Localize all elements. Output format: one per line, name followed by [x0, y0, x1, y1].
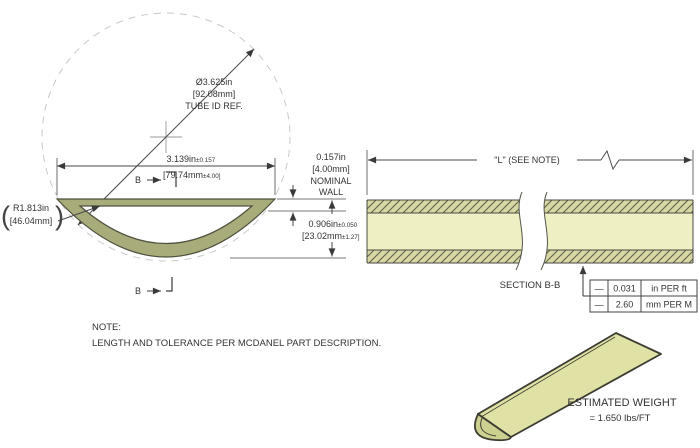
note-block: NOTE: LENGTH AND TOLERANCE PER MCDANEL P…	[92, 322, 381, 349]
diameter-label: Ø3.625in [92.08mm] TUBE ID REF.	[185, 77, 243, 111]
length-dimension: "L" (SEE NOTE)	[367, 150, 693, 195]
straightness-unit-row1: in PER ft	[651, 284, 687, 294]
width-mm: [79.74mm	[163, 170, 203, 180]
straightness-unit-row2: mm PER M	[646, 300, 692, 310]
width-mm-tolerance: ±4.00]	[203, 173, 221, 180]
wall-dimension: 0.157in [4.00mm] NOMINAL WALL	[268, 152, 352, 226]
straightness-callout: — 0.031 in PER ft — 2.60 mm PER M	[579, 266, 697, 312]
radius-mm: [46.04mm]	[10, 216, 53, 226]
radius-paren-open: (	[1, 201, 10, 231]
section-letter-top: B	[135, 175, 141, 185]
iso-end-cap	[475, 414, 511, 440]
depth-mm-tolerance: ±1.27]	[342, 234, 360, 241]
iso-rim-line	[481, 337, 615, 417]
diameter-dimension-line	[78, 49, 254, 225]
straightness-symbol-row1: —	[595, 284, 604, 294]
wall-mm: [4.00mm]	[312, 164, 350, 174]
isometric-view: ESTIMATED WEIGHT = 1.650 lbs/FT	[475, 332, 677, 440]
width-dimension: 3.139in ±0.157 [79.74mm ±4.00]	[57, 154, 275, 195]
note-body: LENGTH AND TOLERANCE PER MCDANEL PART DE…	[92, 338, 381, 349]
straightness-value-row1: 0.031	[613, 284, 636, 294]
break-line-left	[516, 192, 522, 270]
section-letter-bottom: B	[135, 286, 141, 296]
depth-dimension: 0.906in ±0.050 [23.02mm ±1.27]	[230, 200, 360, 259]
tube-id-reference-circle	[42, 13, 290, 261]
break-symbol	[601, 151, 619, 169]
radius-leader-line	[58, 205, 100, 221]
straightness-table: — 0.031 in PER ft — 2.60 mm PER M	[590, 280, 697, 312]
wall-nominal: NOMINAL	[310, 176, 351, 186]
depth-value: 0.906in	[308, 219, 338, 229]
side-view: "L" (SEE NOTE) SECTION B-B — 0.031 in PE…	[367, 150, 697, 312]
radius-paren-close: )	[55, 201, 64, 231]
wall-word: WALL	[319, 187, 343, 197]
diameter-ref-note: TUBE ID REF.	[185, 101, 243, 111]
radius-value: R1.813in	[13, 203, 49, 213]
width-tolerance: ±0.157	[196, 157, 216, 164]
length-label: "L" (SEE NOTE)	[494, 155, 559, 165]
straightness-symbol-row2: —	[595, 300, 604, 310]
section-label: SECTION B-B	[500, 280, 561, 291]
note-title: NOTE:	[92, 322, 121, 333]
estimated-weight-label: ESTIMATED WEIGHT = 1.650 lbs/FT	[567, 397, 676, 424]
break-gap	[516, 192, 548, 270]
cross-section-view: Ø3.625in [92.08mm] TUBE ID REF. 3.139in …	[1, 13, 360, 296]
iso-cap-inner-line	[481, 418, 496, 436]
weight-value: = 1.650 lbs/FT	[590, 413, 651, 424]
half-tube-section-shape	[57, 199, 275, 257]
diameter-value: Ø3.625in	[196, 77, 233, 87]
straightness-value-row2: 2.60	[616, 300, 634, 310]
section-bracket	[166, 277, 172, 291]
iso-top-face	[477, 332, 662, 438]
tube-side-view	[367, 192, 693, 270]
radius-label: ( R1.813in [46.04mm] )	[1, 201, 100, 231]
section-bracket	[166, 172, 176, 187]
depth-mm: [23.02mm	[302, 231, 342, 241]
break-line-right	[541, 192, 547, 270]
section-mark-top: B	[135, 172, 176, 187]
wall-value: 0.157in	[316, 152, 346, 162]
diameter-mm: [92.08mm]	[193, 89, 236, 99]
section-mark-bottom: B	[135, 277, 172, 296]
width-value: 3.139in	[166, 154, 196, 164]
depth-tolerance: ±0.050	[338, 222, 358, 229]
weight-title: ESTIMATED WEIGHT	[567, 397, 676, 409]
